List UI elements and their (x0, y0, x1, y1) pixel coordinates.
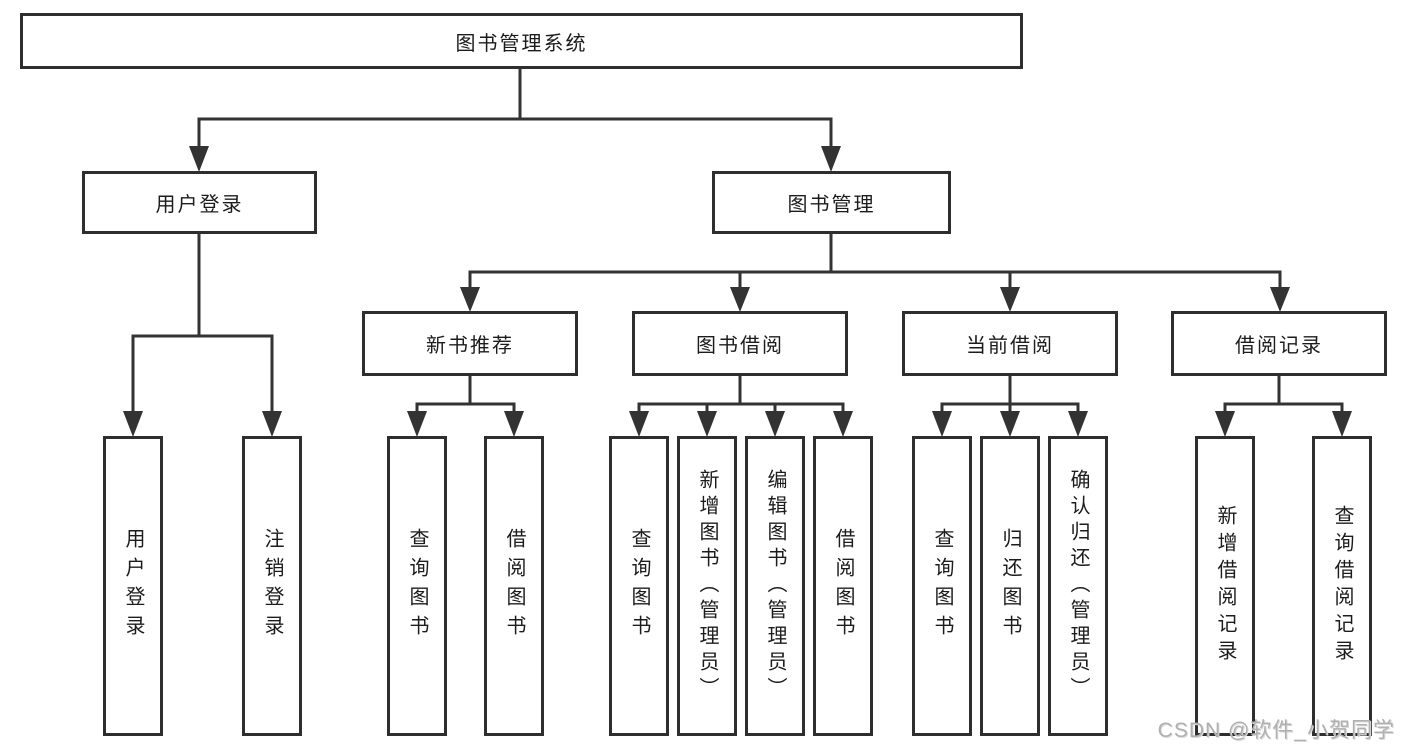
edge-root-split (197, 66, 833, 151)
leaf-return-books: 归还图书 (980, 436, 1040, 736)
arrow-down-icon (1068, 411, 1088, 437)
leaf-borrow-books-recommend: 借阅图书 (484, 436, 544, 736)
leaf-add-books-admin: 新增图书（管理员） (677, 436, 737, 736)
node-book-borrow: 图书借阅 (632, 311, 848, 376)
node-current-borrow: 当前借阅 (902, 311, 1118, 376)
arrow-down-icon (1332, 411, 1352, 437)
edge-new-book-split (415, 374, 516, 415)
leaf-add-borrow-record: 新增借阅记录 (1195, 436, 1255, 736)
arrow-down-icon (123, 411, 143, 437)
arrow-down-icon (765, 411, 785, 437)
node-new-book-recommend: 新书推荐 (362, 311, 578, 376)
arrow-down-icon (262, 411, 282, 437)
edge-borrow-records-split (1223, 374, 1344, 415)
arrow-down-icon (1270, 287, 1290, 312)
leaf-query-books-recommend: 查询图书 (387, 436, 447, 736)
leaf-label: 确认归还（管理员） (1067, 469, 1089, 703)
arrow-down-icon (504, 411, 524, 437)
arrow-down-icon (189, 146, 209, 172)
leaf-label: 查询图书 (406, 528, 428, 644)
edge-book-borrow-split (637, 374, 845, 415)
leaf-label: 借阅图书 (503, 528, 525, 644)
leaf-label: 查询图书 (628, 528, 650, 644)
arrow-down-icon (1000, 287, 1020, 312)
node-book-management: 图书管理 (712, 171, 951, 234)
arrow-down-icon (730, 287, 750, 312)
arrow-down-icon (460, 287, 480, 312)
node-user-login: 用户登录 (82, 171, 317, 234)
leaf-user-login: 用户登录 (103, 436, 163, 736)
leaf-confirm-return-admin: 确认归还（管理员） (1048, 436, 1108, 736)
leaf-label: 查询图书 (931, 528, 953, 644)
leaf-label: 归还图书 (999, 528, 1021, 644)
leaf-borrow-books: 借阅图书 (813, 436, 873, 736)
node-library-system: 图书管理系统 (20, 13, 1023, 69)
leaf-label: 查询借阅记录 (1331, 505, 1353, 667)
leaf-label: 注销登录 (261, 528, 283, 644)
leaf-query-books-current: 查询图书 (912, 436, 972, 736)
leaf-label: 新增图书（管理员） (696, 469, 718, 703)
arrow-down-icon (1000, 411, 1020, 437)
edge-current-borrow-split (940, 374, 1080, 415)
edge-book-mgmt-split (468, 232, 1282, 292)
leaf-label: 新增借阅记录 (1214, 505, 1236, 667)
arrow-down-icon (1215, 411, 1235, 437)
leaf-label: 编辑图书（管理员） (764, 469, 786, 703)
leaf-query-books-borrow: 查询图书 (609, 436, 669, 736)
leaf-logout: 注销登录 (242, 436, 302, 736)
watermark: CSDN @软件_小贺同学 (1157, 719, 1395, 742)
arrow-down-icon (407, 411, 427, 437)
arrow-down-icon (821, 146, 841, 172)
leaf-label: 用户登录 (122, 528, 144, 644)
edge-user-login-split (131, 232, 274, 415)
arrow-down-icon (932, 411, 952, 437)
arrow-down-icon (629, 411, 649, 437)
node-borrow-records: 借阅记录 (1171, 311, 1387, 376)
leaf-query-borrow-record: 查询借阅记录 (1312, 436, 1372, 736)
arrow-down-icon (833, 411, 853, 437)
arrow-down-icon (697, 411, 717, 437)
leaf-label: 借阅图书 (832, 528, 854, 644)
leaf-edit-books-admin: 编辑图书（管理员） (745, 436, 805, 736)
